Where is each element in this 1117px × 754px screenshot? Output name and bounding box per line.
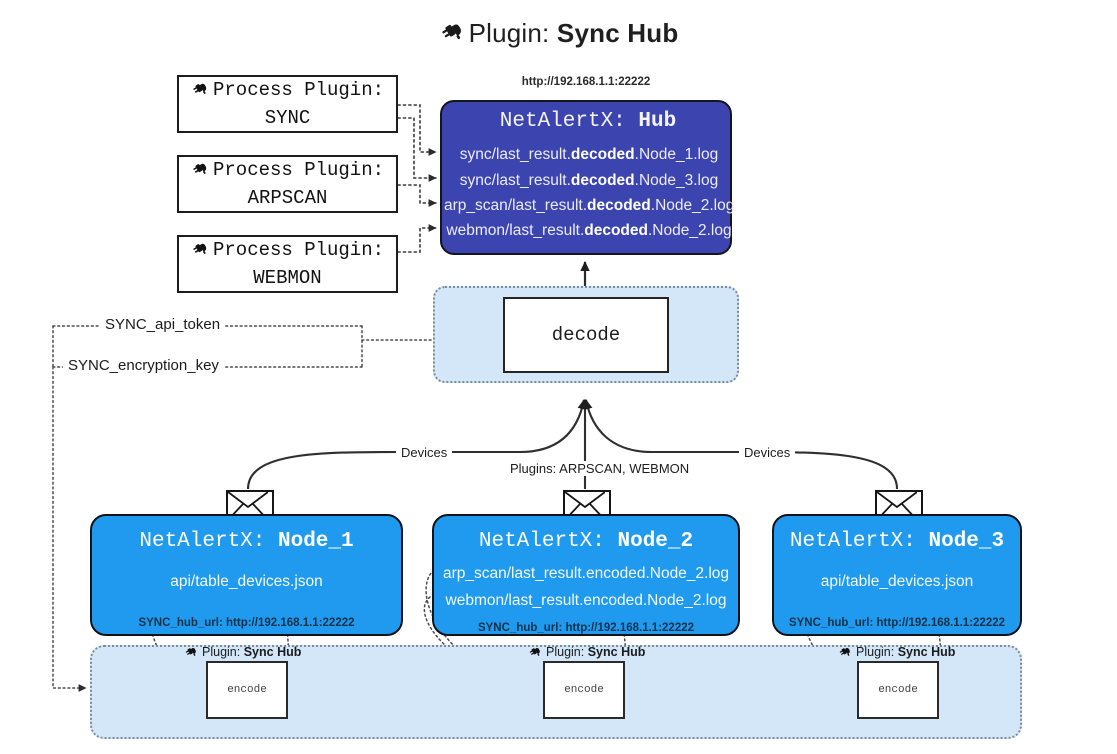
node-box-2[interactable]: NetAlertX: Node_2 arp_scan/last_result.e… [432,514,740,636]
node-3-title-prefix: NetAlertX: [789,530,916,553]
process-plugin-webmon-line2: WEBMON [253,266,322,289]
hub-log-3-post: .Node_2.log [650,197,735,214]
hub-log-line-1: sync/last_result.decoded.Node_1.log [444,146,734,164]
node-box-3[interactable]: NetAlertX: Node_3 api/table_devices.json… [772,514,1022,636]
plug-icon [439,19,465,52]
encoder-2-prefix: Plugin: [546,645,585,659]
devices-label-left: Devices [396,445,453,460]
encoder-2-label: Plugin: Sync Hub [528,645,645,662]
encoder-3-prefix: Plugin: [856,645,895,659]
hub-log-1-mid: decoded [570,146,635,163]
sync-encryption-key-label: SYNC_encryption_key [63,357,224,374]
encoder-3-label: Plugin: Sync Hub [838,645,955,662]
plug-icon [191,80,209,106]
node-3-title: NetAlertX: Node_3 [774,530,1020,553]
process-plugin-arpscan-header: Process Plugin: [191,158,384,186]
hub-title-name: Hub [638,110,677,133]
hub-log-4-mid: decoded [584,222,648,239]
hub-log-1-pre: sync/last_result. [459,146,571,163]
plug-icon [838,645,852,662]
process-plugin-sync-header: Process Plugin: [191,78,384,106]
hub-log-3-pre: arp_scan/last_result. [444,197,588,214]
plug-icon [191,160,209,186]
hub-log-4-post: .Node_2.log [647,222,732,239]
plugin-to-hub-edges [397,104,437,253]
encode-box-1[interactable]: encode [206,661,288,719]
hub-log-line-3: arp_scan/last_result.decoded.Node_2.log [444,197,734,215]
node-1-hub-url-value: http://192.168.1.1:22222 [226,617,355,629]
node-2-line-1: arp_scan/last_result.encoded.Node_2.log [442,565,730,582]
node-2-hub-url: SYNC_hub_url: http://192.168.1.1:22222 [434,622,738,634]
node-3-title-name: Node_3 [928,530,1005,553]
process-plugin-sync[interactable]: Process Plugin: SYNC [177,75,398,133]
hub-log-line-2: sync/last_result.decoded.Node_3.log [444,172,734,190]
node-1-hub-url-key: SYNC_hub_url: [138,617,223,629]
plugins-label-center: Plugins: ARPSCAN, WEBMON [505,461,695,476]
process-plugin-arpscan[interactable]: Process Plugin: ARPSCAN [177,155,398,213]
devices-label-right: Devices [739,445,796,460]
node-1-title-name: Node_1 [278,530,354,553]
node-1-hub-url: SYNC_hub_url: http://192.168.1.1:22222 [92,617,401,629]
process-plugin-webmon-header: Process Plugin: [191,238,384,266]
node-1-title: NetAlertX: Node_1 [92,530,401,553]
hub-log-2-post: .Node_3.log [634,172,719,189]
node-2-title-prefix: NetAlertX: [478,530,605,553]
sync-api-token-label: SYNC_api_token [100,316,226,333]
encode-box-3[interactable]: encode [857,661,939,719]
encoder-1-prefix: Plugin: [202,645,241,659]
encoder-2-name: Sync Hub [587,645,646,659]
hub-url-label: http://192.168.1.1:22222 [521,76,651,88]
node-box-1[interactable]: NetAlertX: Node_1 api/table_devices.json… [90,514,403,636]
process-plugin-sync-line1: Process Plugin: [212,78,385,101]
encoder-3-name: Sync Hub [897,645,956,659]
plug-icon [528,645,542,662]
process-plugin-arpscan-line2: ARPSCAN [247,186,328,209]
decode-box[interactable]: decode [503,297,669,373]
encode-box-2[interactable]: encode [543,661,625,719]
hub-log-2-mid: decoded [570,172,635,189]
node-2-title: NetAlertX: Node_2 [434,530,738,553]
hub-log-line-4: webmon/last_result.decoded.Node_2.log [444,222,734,240]
plug-icon [191,240,209,266]
encoder-1-label: Plugin: Sync Hub [184,645,301,662]
hub-node[interactable]: NetAlertX: Hub sync/last_result.decoded.… [440,100,734,255]
encoder-1-name: Sync Hub [243,645,302,659]
hub-log-2-pre: sync/last_result. [459,172,571,189]
node-1-title-prefix: NetAlertX: [139,530,266,553]
process-plugin-arpscan-line1: Process Plugin: [212,158,385,181]
hub-log-1-post: .Node_1.log [634,146,719,163]
page-title-prefix: Plugin: [468,18,550,48]
process-plugin-webmon-line1: Process Plugin: [212,238,385,261]
node-3-hub-url: SYNC_hub_url: http://192.168.1.1:22222 [774,617,1020,629]
node-2-title-name: Node_2 [617,530,694,553]
node-3-hub-url-value: http://192.168.1.1:22222 [876,617,1006,629]
hub-log-4-pre: webmon/last_result. [446,222,585,239]
node-3-line-1: api/table_devices.json [820,573,974,590]
node-2-hub-url-key: SYNC_hub_url: [477,622,563,634]
plug-icon [184,645,198,662]
page-title-name: Sync Hub [556,18,679,48]
process-plugin-webmon[interactable]: Process Plugin: WEBMON [177,235,398,293]
hub-title: NetAlertX: Hub [442,110,734,133]
page-title: Plugin: Sync Hub [0,18,1117,52]
node-2-line-2: webmon/last_result.encoded.Node_2.log [445,592,727,609]
hub-log-3-mid: decoded [587,197,651,214]
hub-title-prefix: NetAlertX: [499,110,626,133]
node-1-line-1: api/table_devices.json [170,573,323,590]
node-2-hub-url-value: http://192.168.1.1:22222 [565,622,695,634]
node-3-hub-url-key: SYNC_hub_url: [788,617,874,629]
process-plugin-sync-line2: SYNC [264,106,311,129]
